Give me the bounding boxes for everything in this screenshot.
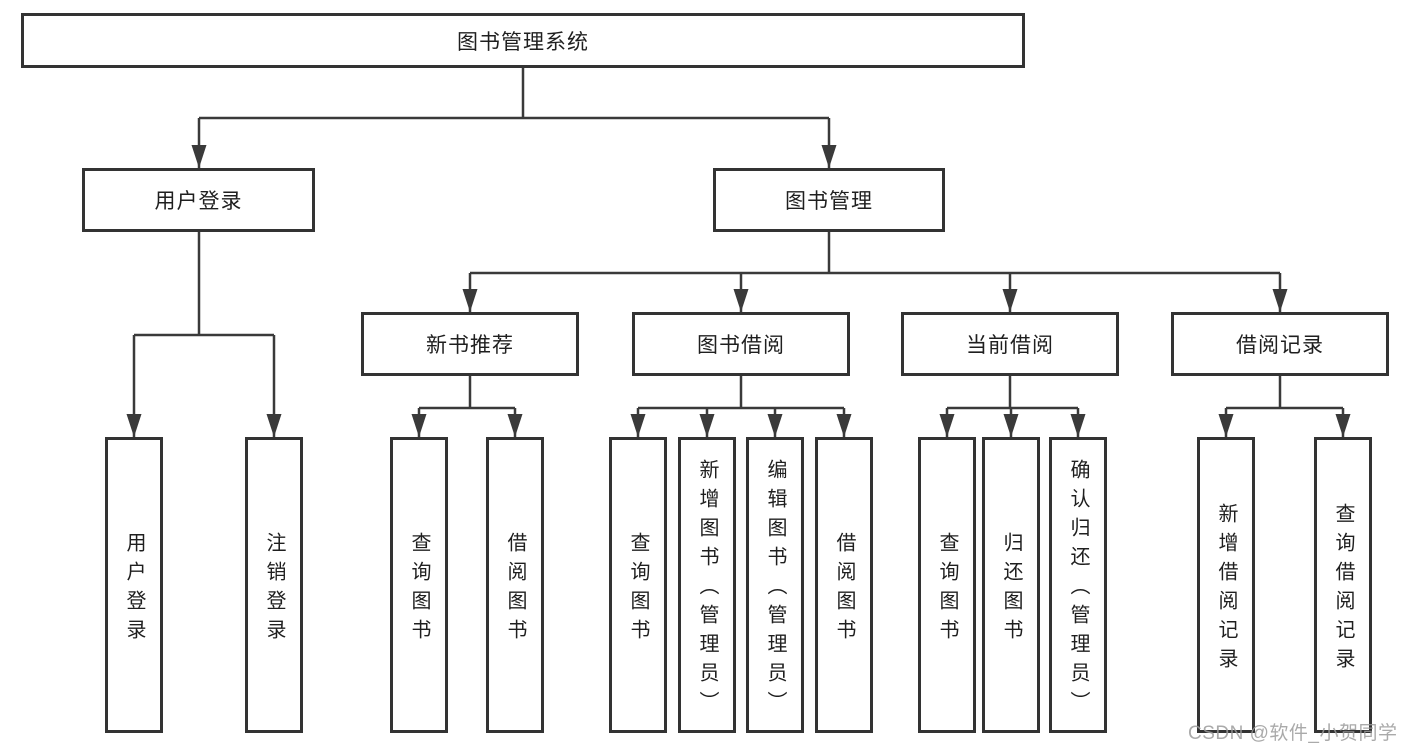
node-label: 当前借阅: [966, 334, 1054, 357]
node-label: 借阅记录: [1236, 334, 1324, 357]
node-book-borrow: 图书借阅: [632, 312, 850, 376]
node-new-book-recommend: 新书推荐: [361, 312, 579, 376]
node-label: 查询图书: [408, 531, 430, 648]
node-leaf-query-books-current: 查询图书: [918, 437, 976, 733]
node-label: 查询图书: [627, 531, 649, 648]
node-leaf-confirm-return-admin: 确认归还（管理员）: [1049, 437, 1107, 733]
node-book-management: 图书管理: [713, 168, 945, 232]
node-leaf-logout: 注销登录: [245, 437, 303, 733]
node-user-login: 用户登录: [82, 168, 315, 232]
node-leaf-borrow-books-recommend: 借阅图书: [486, 437, 544, 733]
node-label: 新增图书（管理员）: [696, 459, 718, 720]
node-borrow-records: 借阅记录: [1171, 312, 1389, 376]
node-label: 用户登录: [154, 190, 243, 213]
node-leaf-edit-book-admin: 编辑图书（管理员）: [746, 437, 804, 733]
node-leaf-query-books-recommend: 查询图书: [390, 437, 448, 733]
node-label: 编辑图书（管理员）: [764, 459, 786, 720]
node-label: 借阅图书: [504, 531, 526, 648]
node-leaf-return-book: 归还图书: [982, 437, 1040, 733]
node-label: 归还图书: [1000, 531, 1022, 648]
node-label: 用户登录: [123, 531, 145, 648]
node-leaf-user-login: 用户登录: [105, 437, 163, 733]
node-leaf-query-borrow-record: 查询借阅记录: [1314, 437, 1372, 733]
node-root-library-system: 图书管理系统: [21, 13, 1025, 68]
node-label: 图书管理: [785, 190, 873, 213]
csdn-watermark: CSDN @软件_小贺同学: [1188, 723, 1398, 744]
node-label: 图书借阅: [697, 334, 785, 357]
node-label: 新增借阅记录: [1215, 502, 1237, 677]
node-leaf-borrow-books: 借阅图书: [815, 437, 873, 733]
node-label: 借阅图书: [833, 531, 855, 648]
node-current-borrow: 当前借阅: [901, 312, 1119, 376]
node-label: 确认归还（管理员）: [1067, 459, 1089, 720]
node-label: 查询借阅记录: [1332, 502, 1354, 677]
node-leaf-query-books-borrow: 查询图书: [609, 437, 667, 733]
node-label: 新书推荐: [426, 334, 514, 357]
node-label: 注销登录: [263, 531, 285, 648]
node-label: 查询图书: [936, 531, 958, 648]
node-label: 图书管理系统: [457, 30, 589, 54]
node-leaf-add-borrow-record: 新增借阅记录: [1197, 437, 1255, 733]
node-leaf-add-book-admin: 新增图书（管理员）: [678, 437, 736, 733]
